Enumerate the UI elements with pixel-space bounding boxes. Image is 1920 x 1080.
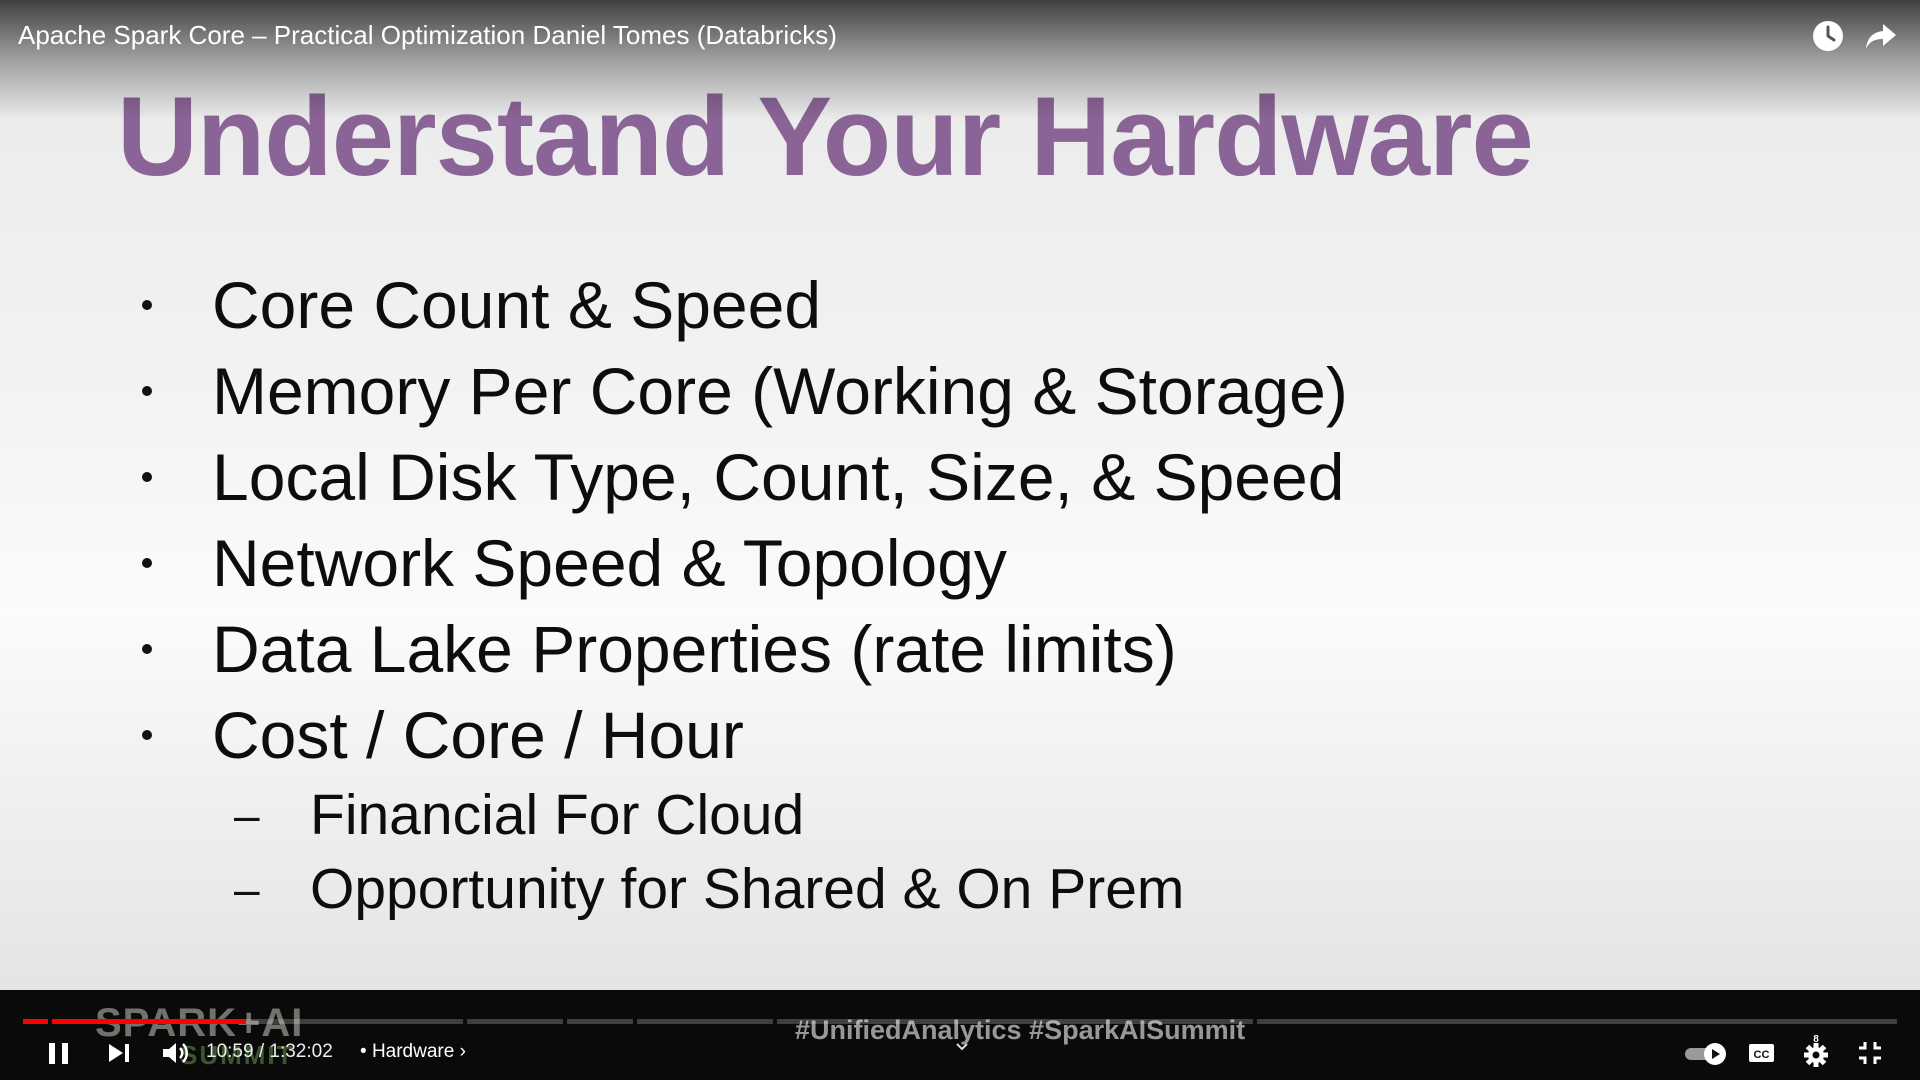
chapter-separator: •	[360, 1041, 367, 1062]
chapter-marker	[563, 1019, 567, 1024]
sub-bullet-text: Financial For Cloud	[310, 783, 805, 847]
exit-fullscreen-icon	[1859, 1042, 1881, 1064]
bullet-dot-icon	[142, 386, 152, 396]
bullet-dot-icon	[142, 472, 152, 482]
bullet-text: Core Count & Speed	[212, 268, 822, 342]
control-bar	[0, 990, 1920, 1080]
bullet-dot-icon	[142, 644, 152, 654]
bullet-text: Cost / Core / Hour	[212, 698, 744, 772]
exit-fullscreen-button[interactable]	[1855, 1038, 1885, 1068]
bullet-text: Local Disk Type, Count, Size, & Speed	[212, 440, 1345, 514]
bullet-item: Network Speed & Topology	[130, 520, 1348, 606]
time-display: 10:59 / 1:32:02	[206, 1041, 333, 1062]
autoplay-toggle-icon	[1685, 1043, 1726, 1065]
svg-text:8: 8	[1813, 1034, 1819, 1045]
sub-bullet-text: Opportunity for Shared & On Prem	[310, 857, 1185, 921]
bullet-dot-icon	[142, 300, 152, 310]
bullet-item: Data Lake Properties (rate limits)	[130, 606, 1348, 692]
top-overlay	[0, 0, 1920, 120]
svg-text:CC: CC	[1754, 1049, 1770, 1061]
share-icon[interactable]	[1863, 18, 1899, 54]
bullet-item: Local Disk Type, Count, Size, & Speed	[130, 434, 1348, 520]
bullet-text: Data Lake Properties (rate limits)	[212, 612, 1177, 686]
chevron-right-icon: ›	[459, 1041, 466, 1062]
video-title[interactable]: Apache Spark Core – Practical Optimizati…	[18, 20, 837, 50]
bullet-item: Cost / Core / Hour	[130, 692, 1348, 778]
subtitles-button[interactable]: CC	[1747, 1038, 1777, 1068]
dash-icon: –	[234, 863, 260, 915]
slide-hashtags: #UnifiedAnalytics #SparkAISummit	[795, 1015, 1246, 1045]
settings-button[interactable]: 8	[1800, 1032, 1832, 1067]
bullet-dot-icon	[142, 730, 152, 740]
progress-played	[23, 1019, 246, 1024]
bullet-text: Memory Per Core (Working & Storage)	[212, 354, 1348, 428]
sub-bullet-item: – Opportunity for Shared & On Prem	[130, 852, 1348, 926]
next-button[interactable]	[106, 1038, 134, 1068]
bullet-item: Memory Per Core (Working & Storage)	[130, 348, 1348, 434]
chapter-marker	[48, 1019, 52, 1024]
watch-later-icon[interactable]	[1810, 18, 1846, 54]
summit-logo-subtext: SUMMIT	[180, 1040, 295, 1070]
bullet-text: Network Speed & Topology	[212, 526, 1007, 600]
progress-bar[interactable]	[23, 1019, 1897, 1024]
volume-button[interactable]	[160, 1038, 190, 1068]
chapter-marker	[463, 1019, 467, 1024]
bullet-list: Core Count & Speed Memory Per Core (Work…	[130, 262, 1348, 926]
subtitles-icon: CC	[1749, 1044, 1774, 1062]
chapter-marker	[1253, 1019, 1257, 1024]
chevron-down-icon[interactable]	[952, 1037, 972, 1057]
slide: Understand Your Hardware Core Count & Sp…	[0, 0, 1920, 990]
bullet-dot-icon	[142, 558, 152, 568]
chapter-marker	[633, 1019, 637, 1024]
next-icon	[109, 1044, 129, 1062]
bullet-item: Core Count & Speed	[130, 262, 1348, 348]
settings-icon: 8	[1804, 1034, 1828, 1067]
pause-icon	[49, 1043, 68, 1064]
dash-icon: –	[234, 789, 260, 841]
chapter-button[interactable]: • Hardware ›	[360, 1041, 466, 1063]
chapter-title: Hardware	[371, 1041, 455, 1062]
chapter-marker	[773, 1019, 777, 1024]
sub-bullet-item: – Financial For Cloud	[130, 778, 1348, 852]
autoplay-toggle[interactable]	[1683, 1038, 1729, 1068]
volume-icon	[163, 1043, 188, 1063]
pause-button[interactable]	[46, 1038, 72, 1068]
